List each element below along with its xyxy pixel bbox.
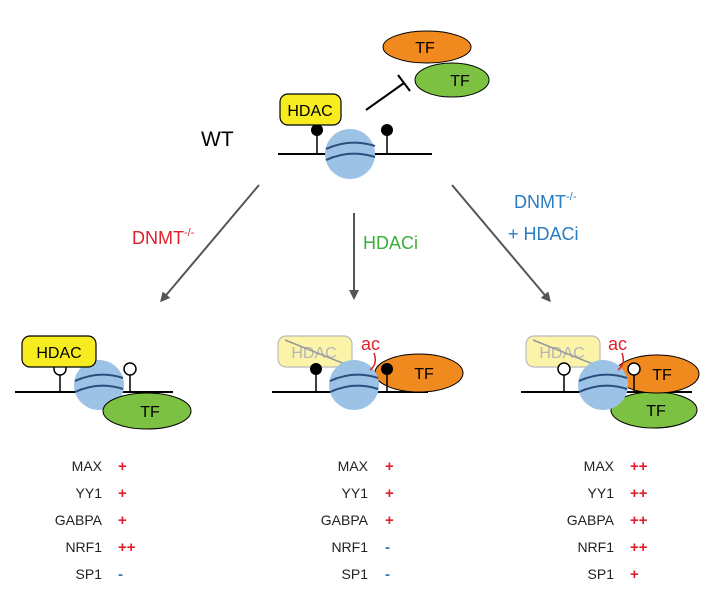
right-tf-green-label: TF (646, 403, 666, 420)
left-hdac-label: HDAC (36, 345, 81, 362)
arrow-left (160, 184, 260, 303)
factor-binding-value: ++ (118, 539, 136, 556)
factor-name: MAX (72, 458, 103, 474)
middle-tf-label: TF (414, 366, 434, 383)
middle-ac-label: ac (361, 334, 380, 354)
panel-hdaci: HDAC TF ac (272, 334, 464, 410)
factor-binding-value: + (118, 485, 127, 502)
factor-binding-value: + (630, 566, 639, 583)
factor-binding-value: + (385, 458, 394, 475)
left-tf-green (102, 392, 192, 430)
factor-binding-value: - (385, 539, 390, 556)
factor-name: SP1 (342, 566, 369, 582)
middle-hdac-strike (284, 339, 346, 365)
factor-name: GABPA (321, 512, 369, 528)
middle-dna-wrap-1 (329, 373, 379, 382)
right-tf-orange-label: TF (652, 367, 672, 384)
factor-binding-value: + (385, 512, 394, 529)
middle-dna-wrap-2 (329, 384, 379, 393)
wt-tf-green-label: TF (450, 73, 470, 90)
right-unmethyl-open-2 (627, 362, 641, 376)
wt-tf-orange-label: TF (415, 40, 435, 57)
wt-hdac-label: HDAC (287, 103, 332, 120)
left-dna-wrap-2 (74, 384, 124, 393)
factor-name: GABPA (55, 512, 103, 528)
factor-name: YY1 (76, 485, 103, 501)
middle-methyl-filled-1 (310, 363, 322, 375)
wt-dna-wrap-2 (325, 152, 376, 161)
label-plus-hdaci: + HDACi (508, 224, 579, 244)
factor-name: MAX (584, 458, 615, 474)
factor-binding-value: + (118, 458, 127, 475)
condition-arrows (160, 184, 551, 303)
wt-inhibition-bar (397, 74, 411, 92)
right-dna-wrap-2 (578, 384, 628, 393)
factor-name: NRF1 (331, 539, 368, 555)
wt-hdac-box (279, 93, 342, 126)
left-dna-wrap-1 (74, 373, 124, 382)
middle-hdac-label: HDAC (291, 345, 336, 362)
factor-name: SP1 (76, 566, 103, 582)
factor-name: YY1 (342, 485, 369, 501)
factor-binding-value: ++ (630, 512, 648, 529)
left-hdac-box (21, 335, 97, 368)
factor-name: GABPA (567, 512, 615, 528)
middle-methyl-filled-2 (381, 363, 393, 375)
factor-name: YY1 (588, 485, 615, 501)
right-hdac-label: HDAC (539, 345, 584, 362)
factor-binding-value: ++ (630, 539, 648, 556)
middle-ac-mark (369, 352, 377, 371)
binding-tables: MAX+YY1+GABPA+NRF1++SP1-MAX+YY1+GABPA+NR… (55, 458, 648, 583)
factor-binding-value: ++ (630, 458, 648, 475)
factor-name: MAX (338, 458, 369, 474)
wt-label: WT (201, 128, 234, 151)
right-dna-wrap-1 (578, 373, 628, 382)
label-dnmt-ko: DNMT-/- (132, 227, 195, 248)
wt-methyl-filled-2 (381, 124, 393, 136)
factor-binding-value: + (385, 485, 394, 502)
wt-panel: HDAC TF TF WT (201, 30, 490, 179)
left-tf-label: TF (140, 404, 160, 421)
label-hdaci: HDACi (363, 233, 418, 253)
right-ac-label: ac (608, 334, 627, 354)
right-hdac-strike (532, 339, 594, 365)
wt-inhibition-line (365, 82, 405, 111)
factor-binding-value: - (118, 566, 123, 583)
right-unmethyl-open-1 (557, 362, 571, 376)
panel-combo: HDAC TF TF ac (521, 334, 700, 429)
arrow-right (451, 184, 551, 303)
label-dnmt-ko-combo: DNMT-/- (514, 191, 577, 212)
wt-tf-green (414, 62, 490, 98)
factor-binding-value: + (118, 512, 127, 529)
wt-tf-orange (382, 30, 472, 64)
factor-name: NRF1 (65, 539, 102, 555)
factor-binding-value: ++ (630, 485, 648, 502)
left-unmethyl-open-2 (123, 362, 137, 376)
panel-dnmt-ko: HDAC TF (15, 335, 192, 430)
wt-dna-wrap-1 (325, 141, 376, 150)
factor-binding-value: - (385, 566, 390, 583)
factor-name: SP1 (588, 566, 615, 582)
right-ac-mark (617, 352, 625, 371)
wt-methyl-filled-1 (311, 124, 323, 136)
factor-name: NRF1 (577, 539, 614, 555)
